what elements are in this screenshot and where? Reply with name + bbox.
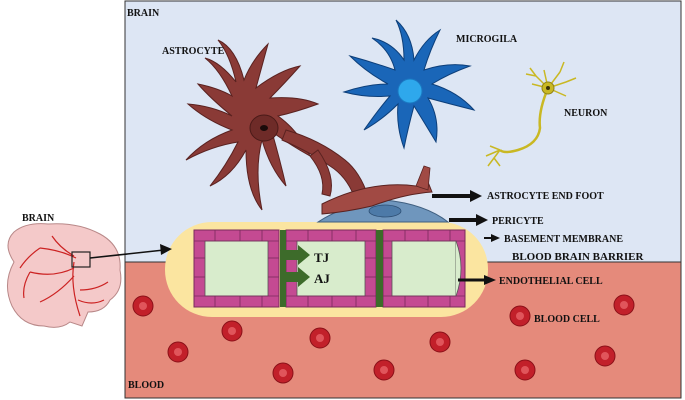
astrocyte-label: ASTROCYTE [162,46,225,57]
blood-cell-label: BLOOD CELL [534,314,600,325]
microglia-label: MICROGILA [456,34,518,45]
zoom-box [71,251,91,268]
label-arrows [432,190,500,285]
astrocyte-end-foot-label: ASTROCYTE END FOOT [487,191,604,202]
end-foot-process [415,165,431,191]
pericyte-label: PERICYTE [492,216,544,227]
endothelial-cell-right [382,229,466,308]
bbb-label: BLOOD BRAIN BARRIER [512,251,644,263]
astrocyte-end-foot [321,181,433,215]
tj-arrow [286,245,310,265]
neuron-cell [485,61,577,167]
basement-membrane-label: BASEMENT MEMBRANE [504,234,623,245]
microglia-cell [342,19,476,150]
endothelial-cell-middle [285,229,377,308]
brain-organ-label: BRAIN [22,213,55,224]
rbc-centers [139,301,628,377]
neuron-label: NEURON [564,108,608,119]
aj-label: AJ [314,271,330,286]
brain-region-label: BRAIN [127,8,160,19]
blood-region-label: BLOOD [128,380,164,391]
endothelial-cell-label: ENDOTHELIAL CELL [499,276,603,287]
zoom-arrow [89,244,172,259]
tj-label: TJ [314,250,330,265]
endothelial-cell-left [193,229,280,308]
junction-left [280,230,286,307]
brain-organ-illustration [7,223,122,328]
aj-arrow [286,267,310,287]
junction-right [376,230,383,307]
